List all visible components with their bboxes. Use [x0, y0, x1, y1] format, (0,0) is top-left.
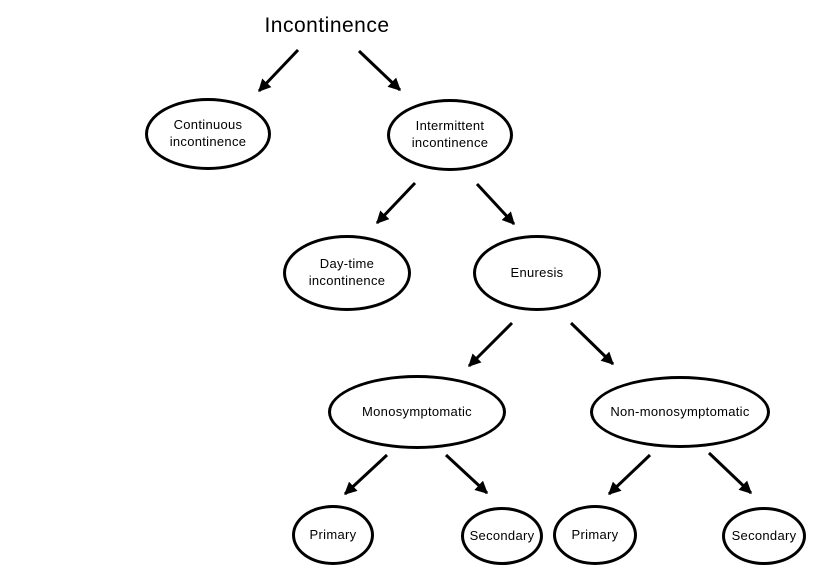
- node-label-secondary-monosymptomatic: Secondary: [469, 527, 535, 543]
- node-secondary-nonmonosymptomatic: Secondary: [722, 507, 806, 565]
- arrow-non-monosymptomatic-to-secondary-nonmonosymptomatic: [707, 451, 753, 495]
- arrow-monosymptomatic-to-primary-monosymptomatic: [343, 453, 389, 496]
- node-primary-monosymptomatic: Primary: [292, 505, 374, 565]
- arrow-enuresis-to-non-monosymptomatic: [569, 321, 615, 366]
- node-label-primary-nonmonosymptomatic: Primary: [571, 526, 619, 542]
- node-daytime-incontinence: Day-time incontinence: [283, 235, 411, 311]
- arrow-incontinence-title-to-continuous-incontinence: [257, 48, 300, 93]
- diagram-title: Incontinence: [264, 14, 390, 37]
- node-primary-nonmonosymptomatic: Primary: [553, 505, 637, 565]
- arrow-non-monosymptomatic-to-primary-nonmonosymptomatic: [607, 453, 652, 496]
- node-non-monosymptomatic: Non-monosymptomatic: [590, 376, 770, 448]
- node-intermittent-incontinence: Intermittent incontinence: [387, 99, 513, 171]
- arrow-intermittent-incontinence-to-daytime-incontinence: [375, 181, 417, 225]
- node-label-intermittent-incontinence: Intermittent incontinence: [411, 118, 489, 150]
- node-continuous-incontinence: Continuous incontinence: [145, 98, 271, 170]
- node-monosymptomatic: Monosymptomatic: [328, 375, 506, 449]
- arrow-enuresis-to-monosymptomatic: [467, 321, 514, 368]
- node-label-primary-monosymptomatic: Primary: [309, 526, 357, 542]
- node-secondary-monosymptomatic: Secondary: [461, 507, 543, 565]
- node-label-continuous-incontinence: Continuous incontinence: [169, 117, 247, 149]
- node-label-non-monosymptomatic: Non-monosymptomatic: [610, 403, 750, 419]
- arrow-monosymptomatic-to-secondary-monosymptomatic: [444, 453, 489, 495]
- arrow-incontinence-title-to-intermittent-incontinence: [357, 49, 402, 92]
- arrow-intermittent-incontinence-to-enuresis: [475, 182, 516, 226]
- node-label-enuresis: Enuresis: [510, 264, 564, 280]
- node-label-secondary-nonmonosymptomatic: Secondary: [731, 527, 797, 543]
- node-label-daytime-incontinence: Day-time incontinence: [308, 256, 386, 288]
- node-enuresis: Enuresis: [473, 235, 601, 311]
- node-label-monosymptomatic: Monosymptomatic: [362, 403, 472, 419]
